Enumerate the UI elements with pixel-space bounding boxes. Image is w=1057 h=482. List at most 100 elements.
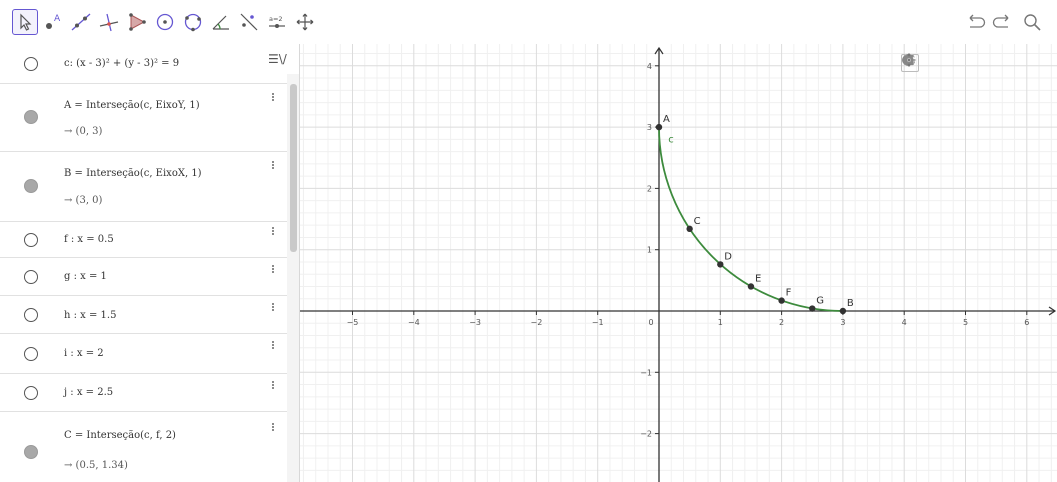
grid-toggle-button[interactable] xyxy=(903,54,943,72)
algebra-definition[interactable]: B = Interseção(c, EixoX, 1) xyxy=(64,168,202,179)
more-vertical-icon xyxy=(907,53,911,67)
x-tick-label: −1 xyxy=(592,318,604,327)
algebra-definition[interactable]: h : x = 1.5 xyxy=(64,310,117,321)
search-icon xyxy=(1024,14,1041,31)
angle-icon xyxy=(212,15,229,30)
point-G xyxy=(809,305,816,312)
point-capturing-button[interactable] xyxy=(902,54,991,72)
point-label-B: B xyxy=(847,298,854,309)
point-label-G: G xyxy=(816,296,824,307)
y-tick-label: 1 xyxy=(647,246,652,255)
more-menu-icon[interactable] xyxy=(270,422,276,436)
reflect-tool-button[interactable] xyxy=(236,9,262,35)
point-A xyxy=(655,123,663,131)
point-tool-button[interactable]: A xyxy=(40,9,66,35)
algebra-row-i[interactable]: i : x = 2 xyxy=(0,334,287,374)
angle-tool-button[interactable] xyxy=(208,9,234,35)
home-button[interactable] xyxy=(904,54,967,72)
minor-grid xyxy=(300,44,1057,482)
algebra-row-f[interactable]: f : x = 0.5 xyxy=(0,222,287,258)
algebra-definition[interactable]: j : x = 2.5 xyxy=(64,387,114,398)
visibility-toggle[interactable] xyxy=(24,445,38,459)
algebra-definition[interactable]: f : x = 0.5 xyxy=(64,234,114,245)
more-menu-icon[interactable] xyxy=(270,380,276,394)
search-button[interactable] xyxy=(1020,9,1044,35)
algebra-row-g[interactable]: g : x = 1 xyxy=(0,258,287,296)
move-graphics-tool-button[interactable] xyxy=(292,9,318,35)
y-tick-label: −1 xyxy=(640,368,652,377)
axes xyxy=(300,46,1057,482)
point-F xyxy=(778,297,785,304)
arrow-cursor-icon xyxy=(20,13,32,31)
more-menu-icon[interactable] xyxy=(270,340,276,354)
line-icon xyxy=(71,13,91,31)
algebra-row-C[interactable]: C = Interseção(c, f, 2) → (0.5, 1.34) xyxy=(0,412,287,482)
algebra-row-h[interactable]: h : x = 1.5 xyxy=(0,296,287,334)
perpendicular-icon xyxy=(99,13,119,32)
algebra-value: → (3, 0) xyxy=(64,195,103,206)
algebra-row-j[interactable]: j : x = 2.5 xyxy=(0,374,287,412)
visibility-toggle[interactable] xyxy=(24,233,38,247)
visibility-toggle[interactable] xyxy=(24,308,38,322)
more-menu-icon[interactable] xyxy=(270,302,276,316)
perpendicular-tool-button[interactable] xyxy=(96,9,122,35)
x-tick-label: 3 xyxy=(840,318,845,327)
x-tick-label: 6 xyxy=(1024,318,1029,327)
visibility-toggle[interactable] xyxy=(24,347,38,361)
visibility-toggle[interactable] xyxy=(24,386,38,400)
more-menu-icon[interactable] xyxy=(270,92,276,106)
more-options-button[interactable] xyxy=(907,53,1039,72)
point-label-A: A xyxy=(663,114,670,125)
point-label-F: F xyxy=(786,288,792,299)
y-tick-label: −2 xyxy=(640,430,652,439)
redo-icon xyxy=(992,14,1009,28)
algebra-definition[interactable]: A = Interseção(c, EixoY, 1) xyxy=(64,100,200,111)
x-tick-label: 2 xyxy=(779,318,784,327)
more-menu-icon[interactable] xyxy=(270,160,276,174)
circle-center-point-tool-button[interactable] xyxy=(152,9,178,35)
circle-three-points-icon xyxy=(184,13,202,32)
algebra-scrollbar-thumb[interactable] xyxy=(290,84,297,252)
algebra-definition[interactable]: C = Interseção(c, f, 2) xyxy=(64,430,176,441)
algebra-menu-button[interactable]: ☰\/ xyxy=(268,52,287,66)
y-tick-label: 4 xyxy=(647,62,652,71)
algebra-definition[interactable]: g : x = 1 xyxy=(64,271,107,282)
major-grid xyxy=(300,44,1057,482)
x-tick-label: 4 xyxy=(902,318,907,327)
reflect-icon xyxy=(240,13,258,31)
visibility-toggle[interactable] xyxy=(24,270,38,284)
x-tick-label: 0 xyxy=(648,318,653,327)
point-label-D: D xyxy=(724,251,732,262)
visibility-toggle[interactable] xyxy=(24,179,38,193)
settings-button[interactable] xyxy=(902,53,1015,72)
algebra-definition[interactable]: i : x = 2 xyxy=(64,348,104,359)
line-tool-button[interactable] xyxy=(68,9,94,35)
point-D xyxy=(717,261,724,268)
move-tool-button[interactable] xyxy=(12,9,38,35)
undo-icon xyxy=(969,14,986,28)
algebra-definition[interactable]: c: (x - 3)² + (y - 3)² = 9 xyxy=(64,58,180,69)
point-C xyxy=(686,225,693,233)
circle-arc-c[interactable] xyxy=(658,127,843,312)
algebra-row-A[interactable]: A = Interseção(c, EixoY, 1) → (0, 3) xyxy=(0,84,287,152)
point-icon: A xyxy=(46,14,61,29)
more-menu-icon[interactable] xyxy=(270,226,276,240)
visibility-toggle[interactable] xyxy=(24,57,38,71)
circle-three-points-tool-button[interactable] xyxy=(180,9,206,35)
x-tick-label: −3 xyxy=(469,318,481,327)
algebra-row-c[interactable]: c: (x - 3)² + (y - 3)² = 9 xyxy=(0,44,287,84)
polygon-tool-button[interactable] xyxy=(124,9,150,35)
more-menu-icon[interactable] xyxy=(270,264,276,278)
x-tick-label: −4 xyxy=(408,318,420,327)
polygon-icon xyxy=(129,13,146,31)
redo-button[interactable] xyxy=(991,9,1015,35)
toolbar: A a=2 xyxy=(0,0,1057,44)
algebra-row-B[interactable]: B = Interseção(c, EixoX, 1) → (3, 0) xyxy=(0,152,287,222)
visibility-toggle[interactable] xyxy=(24,110,38,124)
slider-tool-button[interactable]: a=2 xyxy=(264,9,290,35)
undo-button[interactable] xyxy=(963,9,987,35)
point-label-E: E xyxy=(755,273,761,284)
